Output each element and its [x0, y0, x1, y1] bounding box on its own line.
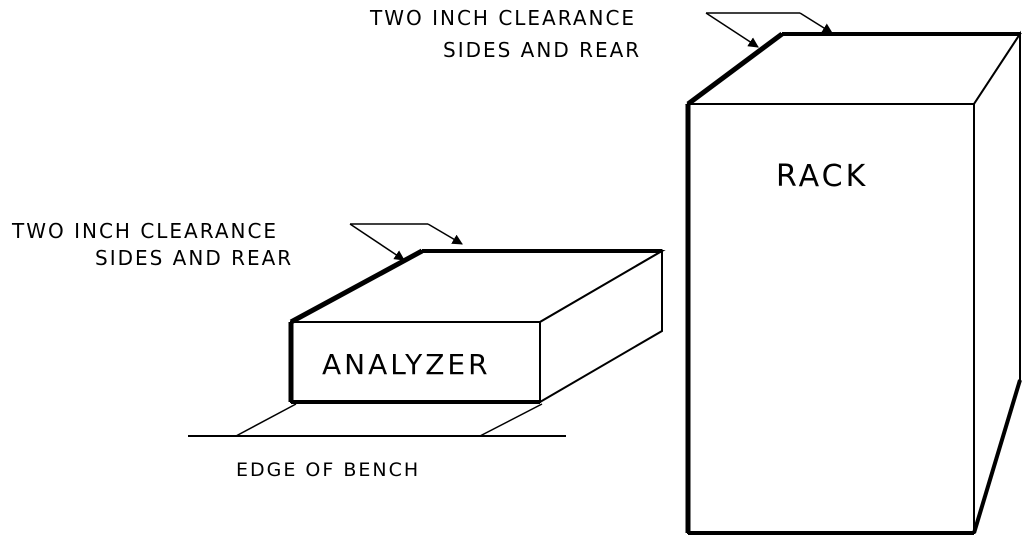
rack-leader-arrow-right	[799, 12, 833, 34]
rack-side-bottom-edge	[972, 379, 1022, 534]
analyzer-clearance-line1: TWO INCH CLEARANCE	[11, 219, 278, 243]
rack-cabinet: RACK	[684, 30, 1022, 535]
edge-of-bench-label: EDGE OF BENCH	[236, 459, 420, 481]
analyzer-unit: ANALYZER	[288, 248, 666, 404]
bench-projection-left	[235, 403, 297, 437]
rack-top-left-edge	[686, 31, 784, 107]
analyzer-leader-arrow-right	[427, 223, 463, 245]
analyzer-front-face	[290, 321, 541, 403]
rack-clearance-line2: SIDES AND REAR	[443, 38, 641, 62]
rack-clearance-line1: TWO INCH CLEARANCE	[369, 6, 636, 30]
analyzer-clearance-line2: SIDES AND REAR	[95, 246, 293, 270]
analyzer-leader-arrow-left	[349, 223, 405, 261]
rack-clearance-note: TWO INCH CLEARANCE SIDES AND REAR	[369, 6, 833, 62]
analyzer-clearance-note: TWO INCH CLEARANCE SIDES AND REAR	[11, 219, 463, 270]
bench-projection-right	[479, 403, 543, 437]
analyzer-top-left-edge	[289, 248, 424, 325]
rack-front-face	[687, 103, 975, 534]
rack-leader-arrow-left	[705, 12, 759, 48]
rack-label: RACK	[776, 159, 868, 194]
analyzer-label: ANALYZER	[322, 348, 491, 381]
bench: EDGE OF BENCH	[188, 403, 566, 481]
